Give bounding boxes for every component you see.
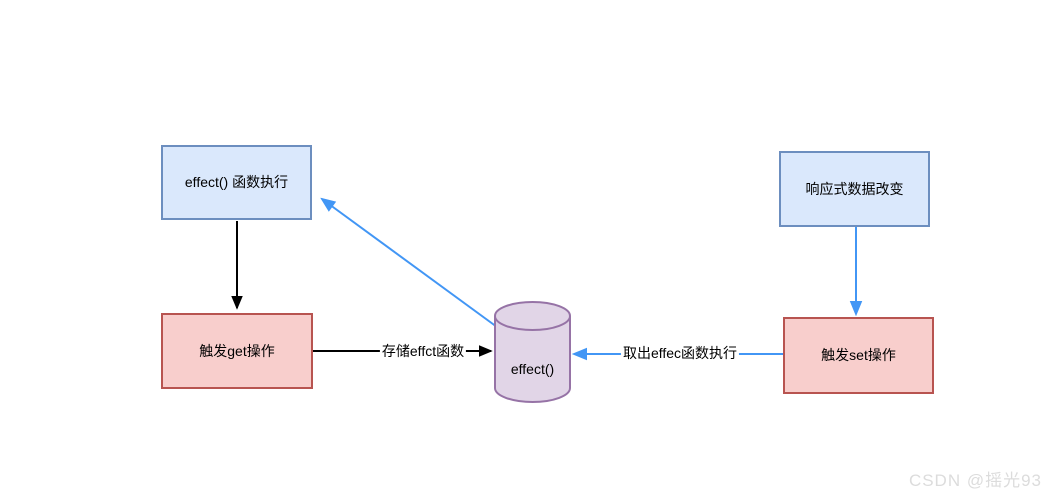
node-effect-store-label: effect() [510,361,555,377]
node-trigger-set-label: 触发set操作 [821,347,896,364]
node-effect-store-cylinder [494,300,571,404]
node-trigger-set: 触发set操作 [783,317,934,394]
edge-store-to-exec [322,199,498,328]
node-effect-exec-label: effect() 函数执行 [184,174,289,191]
node-reactive-change-label: 响应式数据改变 [805,180,904,197]
edge-label-fetch-effect: 取出effec函数执行 [620,343,740,363]
node-effect-exec: effect() 函数执行 [161,145,312,220]
edge-label-store-effect: 存储effct函数 [379,341,467,361]
csdn-watermark: CSDN @摇光93 [908,471,1042,490]
node-reactive-change: 响应式数据改变 [779,151,930,227]
node-trigger-get: 触发get操作 [161,313,313,389]
node-trigger-get-label: 触发get操作 [199,342,275,359]
